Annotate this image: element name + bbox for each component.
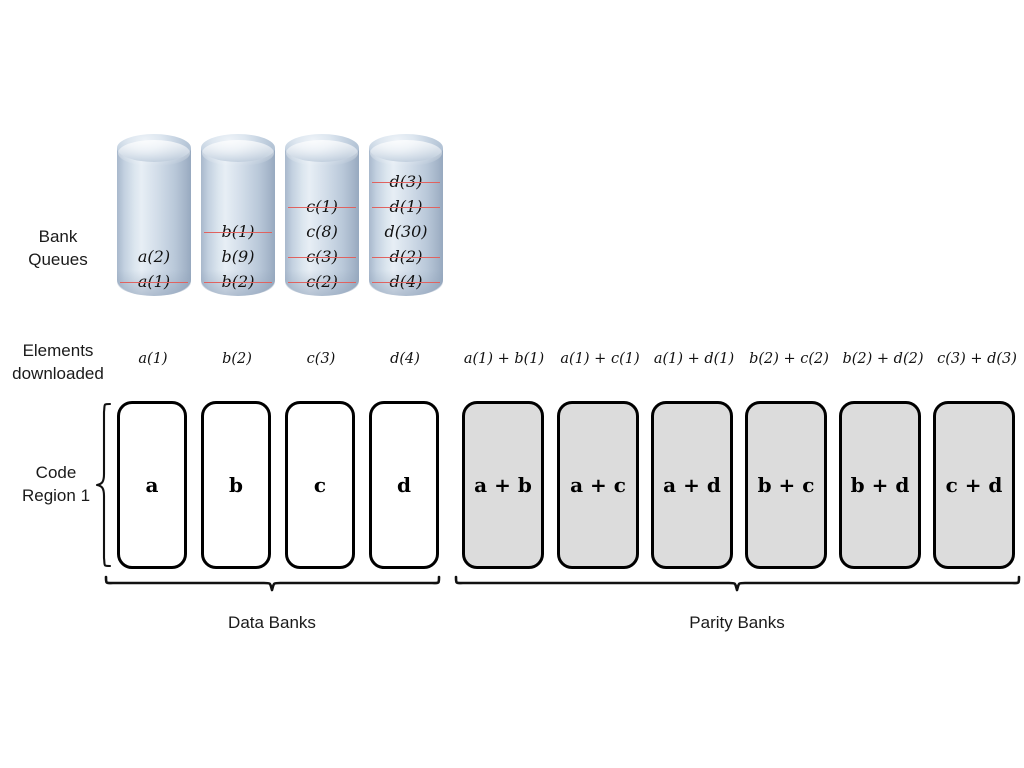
group-label-parity-banks: Parity Banks (689, 613, 785, 632)
queue-item: c(1) (285, 194, 359, 219)
group-label-data-banks: Data Banks (228, 613, 316, 632)
downloaded-element-parity: b(2) + c(2) (749, 351, 829, 367)
queue-item: d(1) (369, 194, 443, 219)
queue-item: d(30) (384, 222, 428, 241)
parity-bank-box-ad[interactable]: a + d (651, 401, 733, 569)
queue-item-list-d: d(3) d(1) d(30) d(2) d(4) (369, 169, 443, 294)
data-bank-box-b[interactable]: b (201, 401, 271, 569)
queue-item: d(3) (369, 169, 443, 194)
row-label-elements-downloaded: Elements downloaded (12, 341, 104, 383)
cylinder-rim-highlight (370, 140, 442, 166)
downloaded-element-data: b(2) (222, 351, 252, 367)
downloaded-element-parity: a(1) + c(1) (560, 351, 640, 367)
queue-item-list-a: a(2) a(1) (117, 244, 191, 294)
cylinder-rim-highlight (202, 140, 274, 166)
cylinder-rim-highlight (118, 140, 190, 166)
row-label-bank-queues: Bank Queues (28, 227, 88, 269)
queue-item-list-c: c(1) c(8) c(3) c(2) (285, 194, 359, 294)
data-bank-box-c[interactable]: c (285, 401, 355, 569)
queue-item: a(1) (117, 269, 191, 294)
downloaded-element-parity: b(2) + d(2) (842, 351, 924, 367)
queue-item: b(2) (201, 269, 275, 294)
data-bank-box-a[interactable]: a (117, 401, 187, 569)
downloaded-element-data: c(3) (306, 351, 336, 367)
queue-item: d(2) (369, 244, 443, 269)
downloaded-element-data: d(4) (390, 351, 420, 367)
bank-queue-cylinder-c: c(1) c(8) c(3) c(2) (285, 134, 359, 310)
parity-bank-box-bc[interactable]: b + c (745, 401, 827, 569)
parity-bank-box-bd[interactable]: b + d (839, 401, 921, 569)
row-label-code-region-1: Code Region 1 (21, 463, 91, 505)
parity-bank-box-ac[interactable]: a + c (557, 401, 639, 569)
queue-item: b(1) (201, 219, 275, 244)
downloaded-element-parity: a(1) + b(1) (463, 351, 545, 367)
parity-banks-brace (454, 575, 1021, 592)
queue-item: c(8) (306, 222, 338, 241)
data-bank-box-d[interactable]: d (369, 401, 439, 569)
data-banks-brace (104, 575, 441, 592)
bank-queue-cylinder-b: b(1) b(9) b(2) (201, 134, 275, 310)
downloaded-element-data: a(1) (138, 351, 168, 367)
queue-item-list-b: b(1) b(9) b(2) (201, 219, 275, 294)
bank-queue-cylinder-d: d(3) d(1) d(30) d(2) d(4) (369, 134, 443, 310)
bank-queue-cylinder-a: a(2) a(1) (117, 134, 191, 310)
queue-item: b(9) (221, 247, 255, 266)
cylinder-rim-highlight (286, 140, 358, 166)
parity-bank-box-cd[interactable]: c + d (933, 401, 1015, 569)
queue-item: c(3) (285, 244, 359, 269)
queue-item: d(4) (369, 269, 443, 294)
parity-bank-box-ab[interactable]: a + b (462, 401, 544, 569)
queue-item: a(2) (137, 247, 171, 266)
queue-item: c(2) (285, 269, 359, 294)
downloaded-element-parity: c(3) + d(3) (937, 351, 1017, 367)
downloaded-element-parity: a(1) + d(1) (653, 351, 735, 367)
